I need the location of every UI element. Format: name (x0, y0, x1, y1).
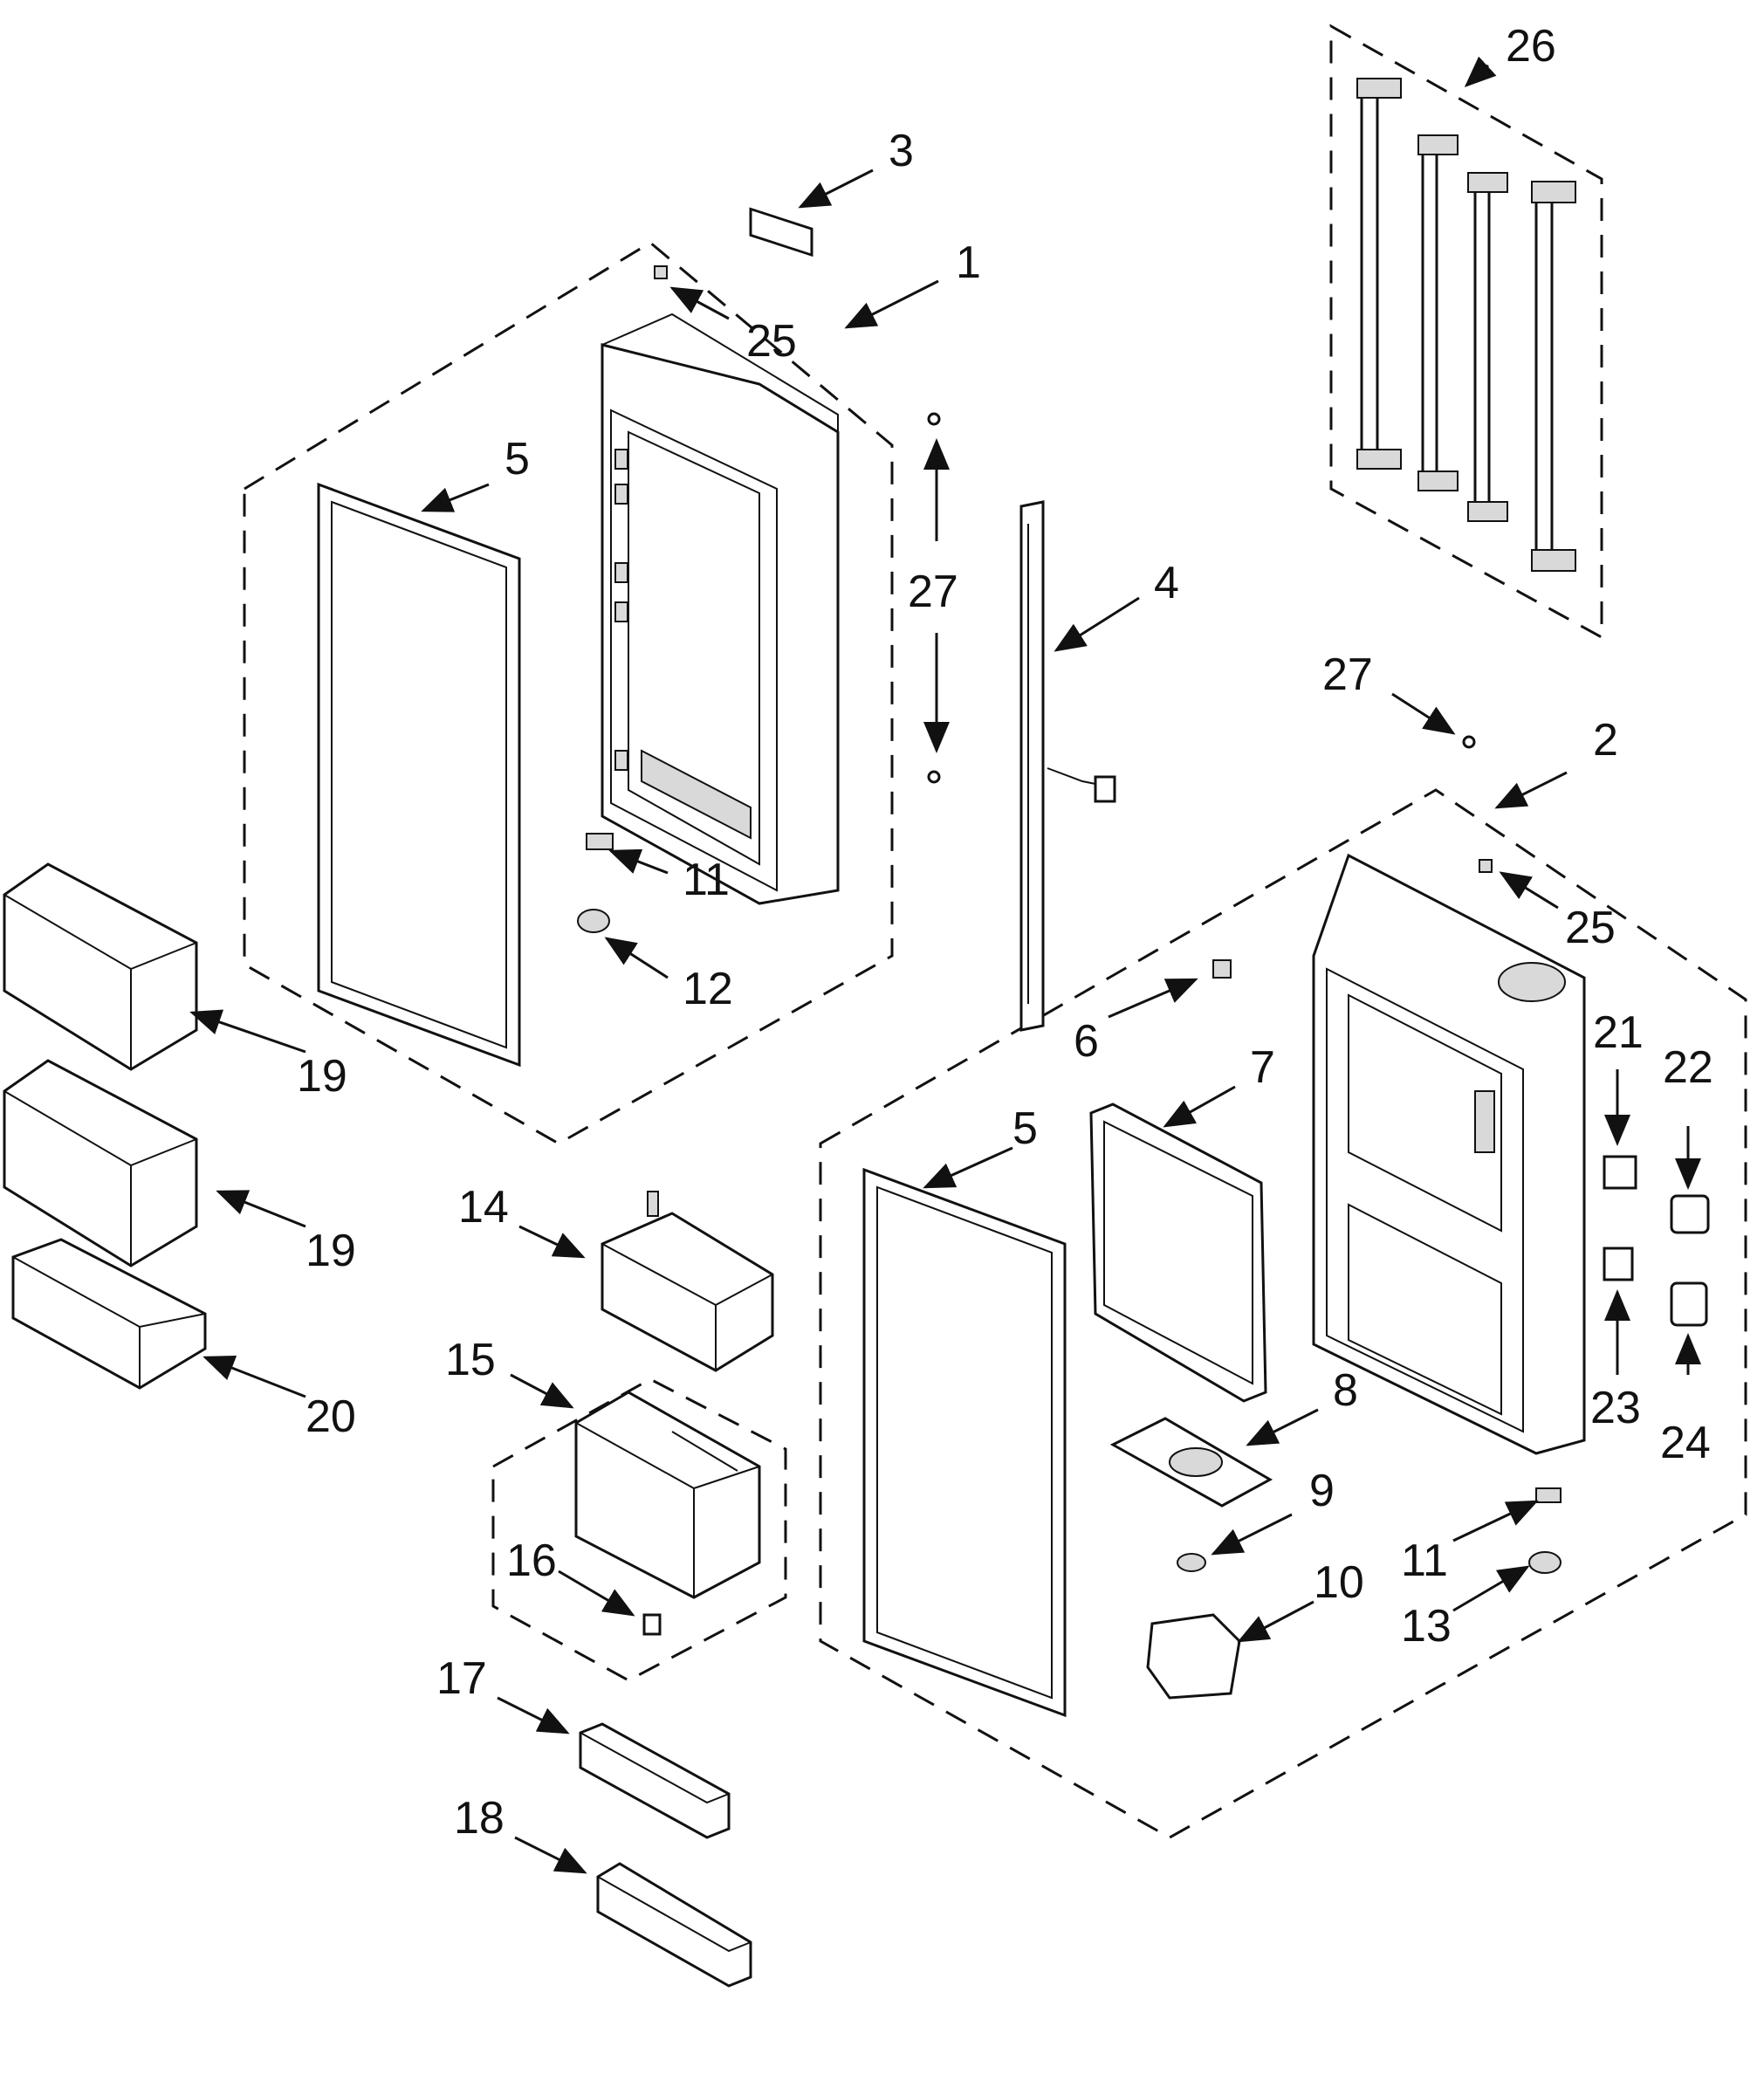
left-door-screw-bottom (927, 770, 941, 784)
left-door-gasket (317, 482, 521, 1068)
callout-9: 9 (1309, 1466, 1335, 1516)
callout-20: 20 (305, 1391, 356, 1442)
callout-14: 14 (458, 1182, 509, 1233)
leader-25b (1499, 871, 1559, 910)
leader-18 (514, 1836, 587, 1874)
left-door-assembly-outline (243, 241, 894, 1145)
door-bin-middle (3, 1059, 198, 1267)
callout-16: 16 (506, 1535, 557, 1586)
callout-8: 8 (1333, 1365, 1358, 1416)
callout-10: 10 (1314, 1557, 1364, 1608)
leader-2 (1494, 771, 1568, 809)
trim-part-23 (1603, 1247, 1634, 1281)
leader-15 (510, 1373, 574, 1409)
dispenser-frame (1089, 1102, 1267, 1403)
right-door-top-clip (1479, 859, 1493, 873)
callout-13: 13 (1401, 1601, 1452, 1652)
leader-8 (1246, 1408, 1319, 1446)
handle-kit (1356, 78, 1576, 572)
leader-17 (497, 1696, 570, 1734)
leader-19b (216, 1190, 306, 1228)
callout-3: 3 (889, 126, 914, 176)
leader-27b (1391, 692, 1456, 735)
right-door (1312, 853, 1586, 1455)
callout-15: 15 (445, 1335, 496, 1385)
handle-kit-outline (1329, 24, 1603, 640)
leader-11b (1452, 1500, 1539, 1542)
left-door-top-clip (654, 265, 668, 279)
left-door-label-part (749, 207, 813, 258)
leader-20 (202, 1356, 306, 1398)
callout-2: 2 (1593, 715, 1618, 766)
left-door-screw-top (927, 412, 941, 426)
callout-17: 17 (436, 1653, 487, 1704)
callout-27: 27 (1322, 649, 1373, 700)
callout-22: 22 (1663, 1042, 1713, 1093)
callout-12: 12 (683, 964, 733, 1014)
ice-bucket-part-16 (642, 1613, 662, 1636)
door-handle (1019, 500, 1116, 1032)
callout-23: 23 (1590, 1383, 1641, 1433)
ice-bucket (574, 1391, 761, 1599)
ice-maker (601, 1191, 774, 1372)
trim-part-24 (1670, 1281, 1708, 1327)
right-door-assembly-outline (819, 788, 1747, 1839)
callout-5: 5 (1012, 1103, 1038, 1154)
leader-10 (1237, 1600, 1314, 1643)
callout-6: 6 (1074, 1016, 1099, 1067)
callout-19: 19 (305, 1226, 356, 1276)
leader-3 (798, 168, 874, 209)
leader-12 (604, 937, 669, 979)
leader-6 (1108, 978, 1198, 1019)
callout-27: 27 (908, 567, 958, 617)
callout-4: 4 (1154, 558, 1179, 608)
leader-14 (518, 1225, 586, 1259)
door-bin-lower (11, 1238, 207, 1390)
leader-1 (844, 279, 939, 329)
left-door (601, 313, 840, 905)
leader-7 (1163, 1085, 1236, 1128)
callout-24: 24 (1660, 1418, 1711, 1468)
callout-26: 26 (1506, 21, 1556, 72)
leader-9 (1211, 1513, 1293, 1556)
callout-1: 1 (956, 237, 981, 288)
callout-11: 11 (683, 855, 730, 905)
callout-25: 25 (1565, 903, 1616, 953)
callout-11: 11 (1401, 1535, 1448, 1586)
leader-5b (923, 1146, 1013, 1189)
leader-13 (1452, 1565, 1530, 1612)
trim-part-22 (1670, 1194, 1710, 1234)
callout-18: 18 (454, 1793, 504, 1844)
right-door-screw (1462, 735, 1476, 749)
ice-bucket-outline (491, 1377, 787, 1682)
motor-assembly-10 (1146, 1613, 1241, 1700)
callout-5: 5 (504, 434, 530, 484)
door-shelf-17 (579, 1722, 731, 1839)
leader-11a (608, 848, 669, 875)
dispenser-clip-6 (1212, 959, 1232, 979)
actuator-9 (1177, 1553, 1206, 1572)
dispenser-housing-8 (1109, 1417, 1273, 1508)
right-door-gasket (862, 1167, 1067, 1718)
door-shelf-18 (596, 1862, 752, 1988)
door-bin-upper (3, 862, 198, 1071)
callout-7: 7 (1250, 1042, 1275, 1093)
leader-16 (558, 1570, 635, 1617)
left-hinge-bracket (577, 909, 610, 933)
callout-25: 25 (746, 316, 797, 367)
callout-21: 21 (1593, 1007, 1644, 1058)
callout-19: 19 (297, 1051, 347, 1102)
right-hinge-plate (1535, 1487, 1562, 1503)
right-hinge-bracket (1528, 1551, 1562, 1574)
leader-5a (421, 483, 490, 512)
trim-part-21 (1603, 1155, 1637, 1190)
leader-25a (669, 286, 730, 320)
left-hinge-plate (586, 833, 614, 850)
leader-19a (189, 1009, 306, 1054)
leader-26 (1464, 56, 1497, 88)
leader-4 (1054, 596, 1140, 652)
